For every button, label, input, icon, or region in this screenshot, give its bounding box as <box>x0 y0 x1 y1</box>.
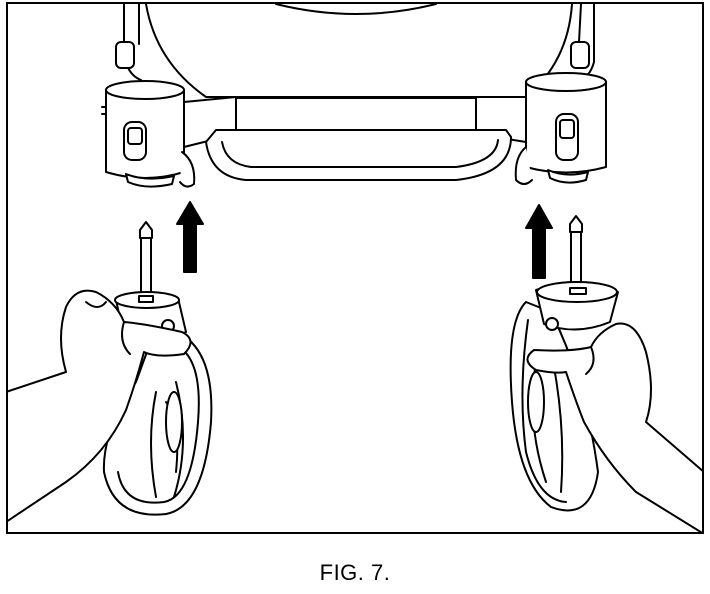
left-wheel-socket <box>101 41 196 188</box>
figure-frame <box>6 2 704 534</box>
left-wheel <box>102 326 213 516</box>
right-wheel-socket <box>514 41 607 185</box>
left-wheel-pin <box>139 221 153 301</box>
right-wheel-pin <box>569 215 583 293</box>
left-wheel-assembly <box>8 221 213 522</box>
rear-crossbar <box>183 96 527 181</box>
arrow-right-up <box>525 204 553 279</box>
figure-caption: FIG. 7. <box>319 560 391 585</box>
stroller-base <box>101 4 607 188</box>
left-hand <box>8 289 192 522</box>
assembly-illustration <box>8 4 702 532</box>
arrow-left-up <box>176 201 204 273</box>
right-wheel-assembly <box>509 215 702 532</box>
right-hand <box>526 322 702 532</box>
